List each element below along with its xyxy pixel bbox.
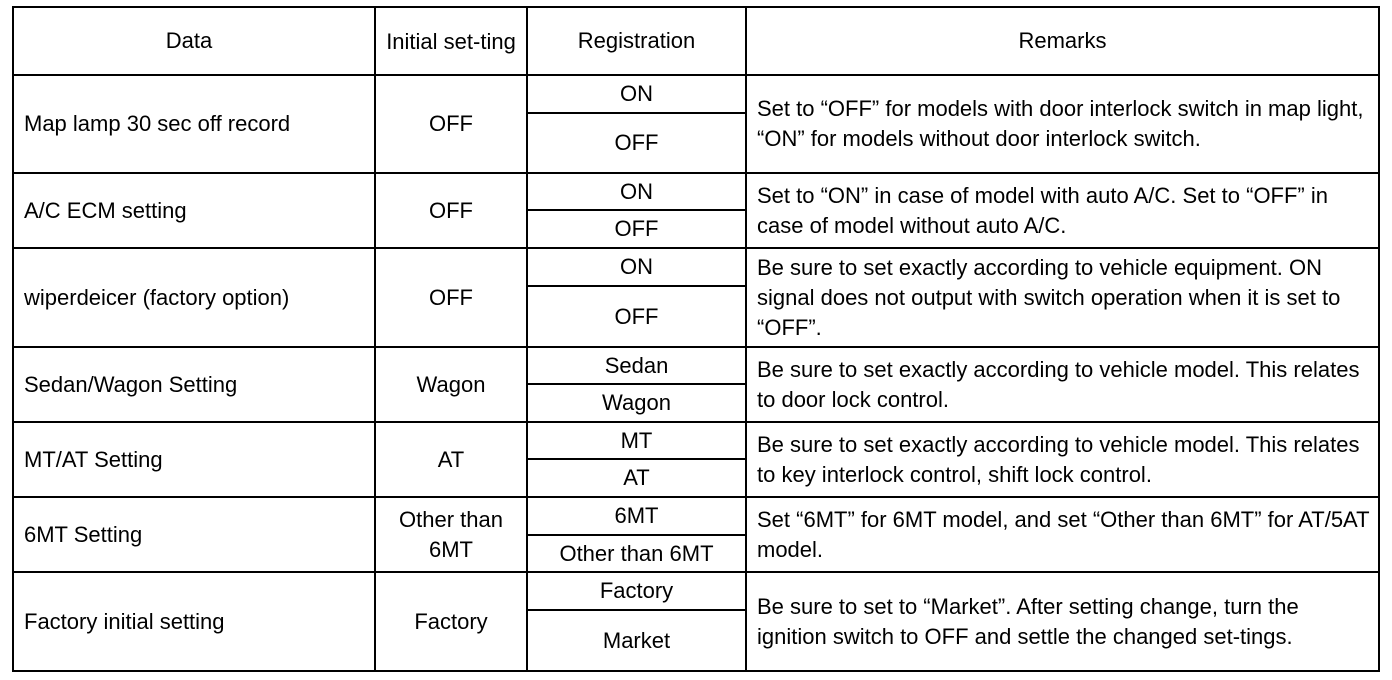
table-row: MT/AT Setting AT MT Be sure to set exact… [12,421,1380,498]
registration-option: Sedan [526,346,747,385]
data-cell: wiperdeicer (factory option) [12,247,376,348]
settings-table: Data Initial set-ting Registration Remar… [12,6,1380,672]
initial-setting-cell: Factory [374,571,528,672]
registration-option: AT [526,458,747,498]
header-registration: Registration [526,6,747,76]
table-subrow: Market [13,609,1379,672]
table-subrow: AT [13,458,1379,498]
registration-option: Wagon [526,383,747,423]
table-subrow: OFF [13,285,1379,348]
header-data: Data [12,6,376,76]
remarks-cell: Be sure to set to “Market”. After settin… [745,571,1380,672]
registration-option: OFF [526,285,747,348]
remarks-cell: Set “6MT” for 6MT model, and set “Other … [745,496,1380,573]
initial-setting-cell: OFF [374,247,528,348]
table-row: Factory initial setting Factory Factory … [12,571,1380,672]
table-row: A/C ECM setting OFF ON Set to “ON” in ca… [12,172,1380,249]
header-initial-setting: Initial set-ting [374,6,528,76]
remarks-cell: Set to “OFF” for models with door interl… [745,74,1380,174]
remarks-cell: Be sure to set exactly according to vehi… [745,247,1380,348]
data-cell: 6MT Setting [12,496,376,573]
registration-option: OFF [526,209,747,249]
remarks-cell: Set to “ON” in case of model with auto A… [745,172,1380,249]
registration-option: Other than 6MT [526,534,747,573]
table-subrow: OFF [13,209,1379,249]
table-row: Sedan/Wagon Setting Wagon Sedan Be sure … [12,346,1380,423]
registration-option: ON [526,247,747,287]
data-cell: Map lamp 30 sec off record [12,74,376,174]
registration-option: 6MT [526,496,747,536]
registration-option: OFF [526,112,747,174]
data-cell: Factory initial setting [12,571,376,672]
initial-setting-cell: Wagon [374,346,528,423]
initial-setting-cell: AT [374,421,528,498]
data-cell: A/C ECM setting [12,172,376,249]
table-subrow: OFF [13,112,1379,174]
remarks-cell: Be sure to set exactly according to vehi… [745,346,1380,423]
registration-option: Factory [526,571,747,611]
header-remarks: Remarks [745,6,1380,76]
table-row: Map lamp 30 sec off record OFF ON Set to… [12,74,1380,174]
table-row: 6MT Setting Other than 6MT 6MT Set “6MT”… [12,496,1380,573]
registration-option: ON [526,172,747,211]
remarks-cell: Be sure to set exactly according to vehi… [745,421,1380,498]
initial-setting-cell: Other than 6MT [374,496,528,573]
registration-option: ON [526,74,747,114]
registration-option: Market [526,609,747,672]
table-subrow: Wagon [13,383,1379,423]
data-cell: MT/AT Setting [12,421,376,498]
data-cell: Sedan/Wagon Setting [12,346,376,423]
settings-table-container: Data Initial set-ting Registration Remar… [12,6,1380,672]
initial-setting-cell: OFF [374,74,528,174]
table-row: wiperdeicer (factory option) OFF ON Be s… [12,247,1380,348]
registration-option: MT [526,421,747,460]
table-subrow: Other than 6MT [13,534,1379,573]
table-header-row: Data Initial set-ting Registration Remar… [12,6,1380,76]
initial-setting-cell: OFF [374,172,528,249]
